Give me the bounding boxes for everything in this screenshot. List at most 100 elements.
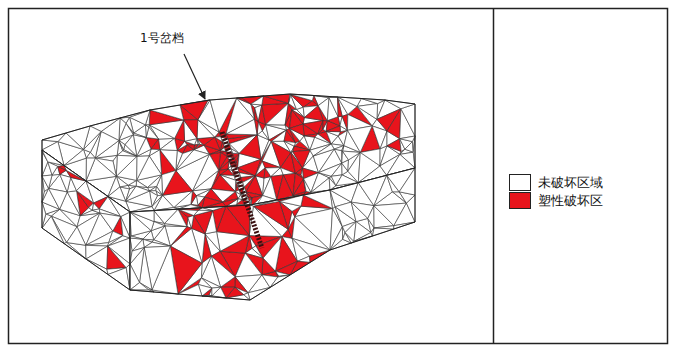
mesh-element: [368, 206, 374, 228]
mesh-element: [348, 126, 373, 152]
mesh-element: [180, 100, 208, 119]
mesh-element: [319, 163, 342, 176]
mesh-element: [209, 151, 220, 155]
mesh-element: [49, 188, 68, 209]
outer-border: [9, 9, 668, 344]
legend-text: 未破坏区域: [538, 174, 603, 191]
mesh-element: [126, 264, 130, 290]
mesh-element: [265, 168, 280, 177]
mesh-element: [387, 109, 401, 139]
mesh-element: [237, 200, 244, 205]
mesh-element: [121, 217, 130, 239]
tunnel-line: [222, 132, 262, 248]
panel-divider: [493, 9, 495, 344]
mesh-element: [326, 126, 340, 132]
mesh-element: [262, 103, 289, 124]
mesh-element: [100, 213, 121, 231]
mesh-element: [399, 168, 415, 195]
mesh-element: [176, 150, 210, 171]
mesh-element: [239, 135, 261, 159]
mesh-element: [233, 153, 240, 158]
mesh-element: [108, 246, 130, 268]
mesh-element: [145, 125, 149, 127]
mesh-element: [357, 104, 378, 120]
mesh-element: [342, 146, 344, 152]
mesh-element: [92, 209, 100, 213]
mesh-element: [374, 226, 394, 229]
mesh-element: [163, 171, 193, 196]
mesh-element: [67, 191, 80, 216]
mesh-element: [290, 124, 305, 136]
mesh-element: [60, 174, 71, 192]
mesh-element: [331, 163, 342, 176]
mesh-element: [201, 256, 211, 278]
mesh-element: [58, 166, 67, 174]
mesh-element: [277, 175, 293, 200]
mesh-element: [387, 139, 401, 152]
mesh-element: [372, 126, 387, 149]
mesh-element: [266, 125, 287, 130]
mesh-element: [251, 96, 263, 105]
mesh-element: [136, 180, 147, 187]
legend-swatch: [509, 174, 531, 191]
mesh-element: [119, 141, 125, 150]
mesh-element: [137, 138, 151, 157]
mesh-element: [262, 258, 276, 275]
mesh-element: [255, 168, 265, 178]
block-outline: [42, 150, 130, 290]
mesh-element: [219, 169, 228, 175]
mesh-element: [160, 138, 177, 150]
mesh-element: [197, 139, 200, 145]
mesh-element: [269, 130, 286, 141]
mesh-element: [137, 156, 150, 181]
mesh-element: [137, 156, 162, 181]
callout-label: 1号岔档: [140, 30, 184, 47]
mesh-element: [401, 104, 415, 136]
legend-text: 塑性破坏区: [538, 192, 603, 209]
mesh-element: [130, 236, 143, 239]
mesh-element: [380, 131, 387, 149]
leader-arrow: [184, 54, 205, 99]
mesh-element: [334, 146, 344, 151]
mesh-element: [266, 103, 289, 125]
mesh-element: [400, 136, 415, 142]
mesh-element: [223, 199, 239, 207]
mesh-element: [342, 114, 348, 130]
mesh-element: [176, 150, 194, 171]
mesh-element: [154, 209, 178, 223]
mesh-element: [151, 139, 160, 150]
mesh-element: [303, 190, 332, 209]
mesh-element: [130, 283, 149, 291]
mesh-element: [194, 144, 204, 149]
legend-swatch: [509, 192, 531, 209]
mesh-element: [405, 142, 413, 153]
mesh-element: [42, 202, 46, 228]
mesh-element: [288, 94, 290, 103]
mesh-element: [235, 253, 262, 277]
mesh-element: [244, 293, 250, 300]
mesh-element: [303, 121, 323, 134]
mesh-element: [184, 120, 198, 139]
mesh-element: [212, 287, 221, 296]
mesh-element: [86, 158, 116, 181]
mesh-element: [262, 161, 280, 168]
mesh-element: [162, 171, 176, 196]
mesh-element: [116, 155, 137, 176]
mesh-element: [188, 216, 194, 229]
mesh-element: [326, 131, 340, 136]
mesh-element: [107, 246, 126, 269]
mesh-element: [210, 98, 237, 132]
mesh-element: [342, 160, 349, 171]
mesh-element: [108, 197, 130, 217]
mesh-element: [86, 152, 95, 158]
mesh-element: [360, 149, 380, 166]
mesh-element: [295, 209, 333, 251]
mesh-element: [133, 133, 146, 137]
mesh-element: [160, 150, 177, 171]
block-outline: [130, 168, 415, 300]
mesh-element: [130, 248, 144, 265]
mesh-element: [318, 121, 323, 134]
mesh-element: [284, 141, 295, 146]
mesh-element: [64, 150, 86, 166]
